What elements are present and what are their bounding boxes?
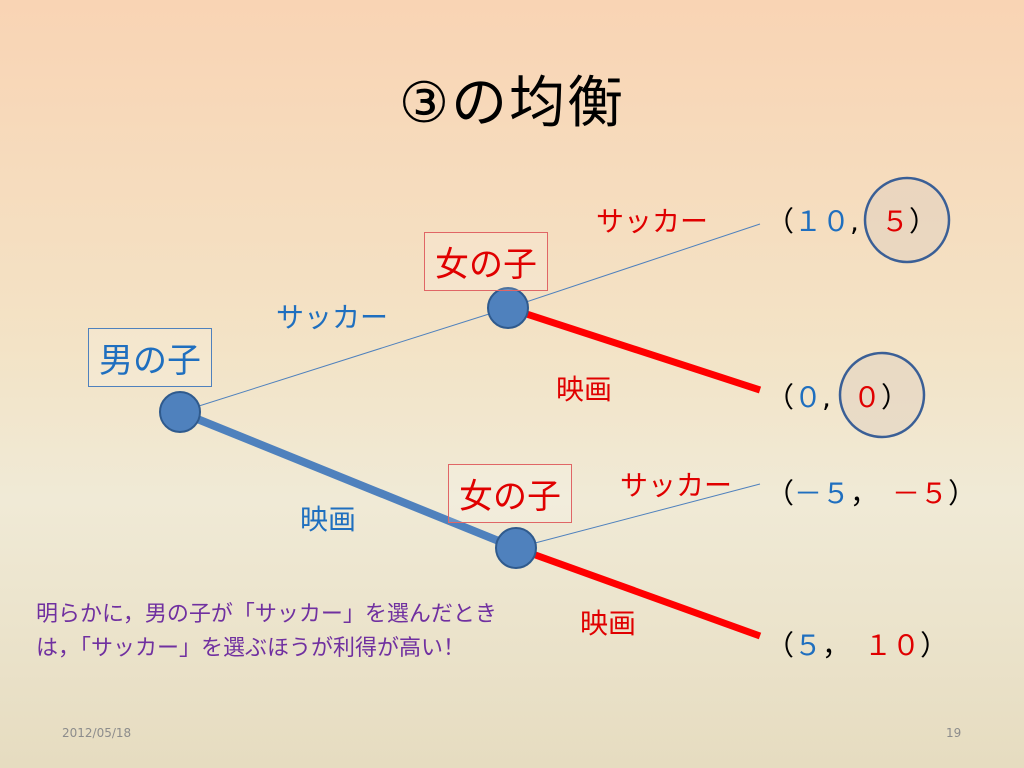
slide-title: ③の均衡 xyxy=(398,71,626,136)
branch-root-movie xyxy=(178,408,518,552)
highlight-circle-2 xyxy=(838,351,926,439)
branch-root-soccer xyxy=(179,307,509,413)
move-root-soccer: サッカー xyxy=(276,301,389,334)
annotation-note: 明らかに，男の子が「サッカー」を選んだときは，「サッカー」を選ぶほうが利得が高い… xyxy=(36,602,497,661)
node-root xyxy=(159,391,201,433)
node-upper xyxy=(487,287,529,329)
payoff-soccer-soccer: （１０,５） xyxy=(766,205,937,238)
payoff-movie-soccer: （－５，－５） xyxy=(766,477,977,510)
node-lower xyxy=(495,527,537,569)
move-upper-movie: 映画 xyxy=(556,373,613,406)
player-root-box: 男の子 xyxy=(88,328,212,387)
highlight-circle-1 xyxy=(863,176,951,264)
branch-upper-movie xyxy=(506,304,762,394)
payoff-movie-movie: （５，１０） xyxy=(766,629,949,662)
move-upper-soccer: サッカー xyxy=(596,205,709,238)
payoff-soccer-movie: （０,０） xyxy=(766,381,909,414)
player-lower-box: 女の子 xyxy=(448,464,572,523)
player-upper-box: 女の子 xyxy=(424,232,548,291)
move-root-movie: 映画 xyxy=(300,503,357,536)
footer-page-number: 19 xyxy=(946,726,962,740)
branch-lower-movie xyxy=(514,544,762,640)
move-lower-soccer: サッカー xyxy=(620,469,733,502)
branch-lower-soccer xyxy=(515,483,761,549)
branch-upper-soccer xyxy=(507,223,761,309)
move-lower-movie: 映画 xyxy=(580,607,637,640)
footer-date: 2012/05/18 xyxy=(62,726,132,740)
